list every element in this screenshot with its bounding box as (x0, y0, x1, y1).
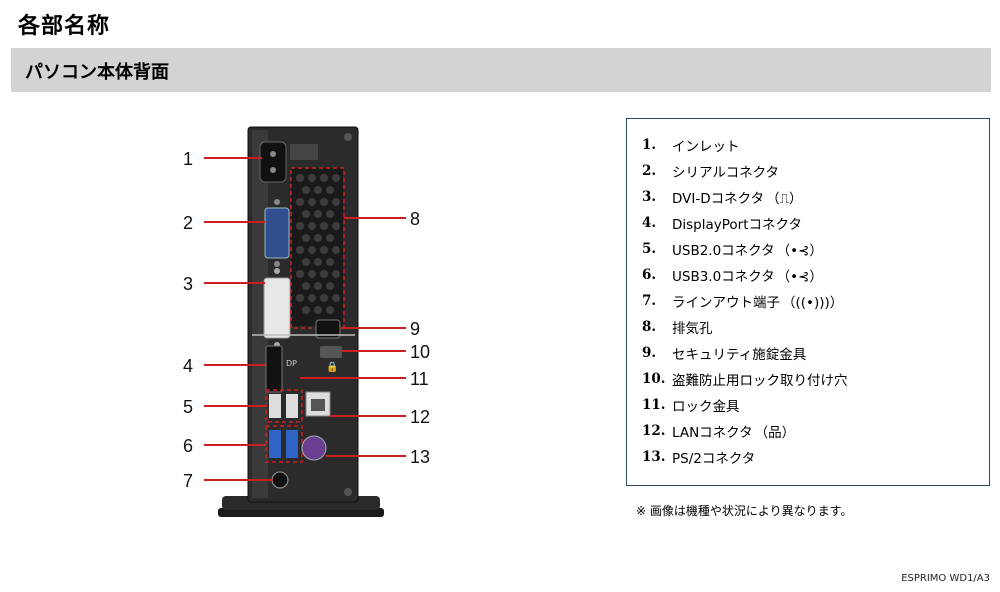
legend-number: 1. (642, 137, 657, 153)
legend-label: シリアルコネクタ (672, 165, 780, 181)
usb2-port (286, 394, 298, 418)
legend-box: 1. インレット 2. シリアルコネクタ 3. DVI-Dコネクタ （⎍） 4.… (626, 118, 990, 486)
legend-number: 11. (642, 397, 666, 413)
legend-number: 8. (642, 319, 657, 335)
legend-number: 2. (642, 163, 657, 179)
screw (344, 488, 352, 496)
usb3-port (286, 430, 298, 458)
usb3-port (269, 430, 281, 458)
legend-item-lock-bracket: 11. ロック金具 (642, 392, 989, 418)
callout-9: 9 (410, 319, 420, 339)
page-title: 各部名称 (18, 14, 111, 39)
callout-12: 12 (410, 407, 430, 427)
legend-label: DVI-Dコネクタ (672, 191, 765, 207)
legend-label: ラインアウト端子 (672, 295, 780, 311)
legend-label: セキュリティ施錠金具 (672, 347, 807, 363)
legend-number: 9. (642, 345, 657, 361)
screw (344, 133, 352, 141)
legend-number: 13. (642, 449, 666, 465)
serial-connector (264, 207, 290, 259)
dp-label: DP (286, 359, 297, 368)
stand-base (218, 508, 384, 517)
legend-item-vent: 8. 排気孔 (642, 314, 989, 340)
legend-item-lock-hole: 10. 盗難防止用ロック取り付け穴 (642, 366, 989, 392)
disclaimer-note: ※ 画像は機種や状況により異なります。 (636, 504, 853, 518)
power-inlet (259, 141, 287, 183)
legend-label: PS/2コネクタ (672, 451, 756, 467)
legend-label: ロック金具 (672, 399, 740, 415)
callout-11: 11 (410, 369, 429, 389)
legend-number: 10. (642, 371, 666, 387)
usb-icon: （•⊰） (776, 243, 823, 259)
lock-hole (320, 346, 342, 358)
section-title: パソコン本体背面 (25, 62, 169, 83)
legend-item-ps2: 13. PS/2コネクタ (642, 444, 989, 470)
security-bracket (315, 319, 341, 339)
audio-out-icon: （((•)))） (782, 295, 844, 311)
callout-6: 6 (183, 436, 193, 456)
legend-item-security-bracket: 9. セキュリティ施錠金具 (642, 340, 989, 366)
callout-3: 3 (183, 274, 193, 294)
rear-panel-diagram: 🔒 DP (170, 120, 460, 525)
legend-label: DisplayPortコネクタ (672, 217, 802, 233)
line-out-jack (271, 471, 289, 489)
legend-item-usb2: 5. USB2.0コネクタ （•⊰） (642, 236, 989, 262)
usb-icon: （•⊰） (776, 269, 823, 285)
legend-item-serial: 2. シリアルコネクタ (642, 158, 989, 184)
legend-number: 4. (642, 215, 657, 231)
model-name: ESPRIMO WD1/A3 (901, 573, 990, 584)
section-header: パソコン本体背面 (11, 48, 991, 92)
callout-7: 7 (183, 471, 193, 491)
callout-13: 13 (410, 447, 430, 467)
legend-label: USB3.0コネクタ (672, 269, 775, 285)
legend-item-line-out: 7. ラインアウト端子 （((•)))） (642, 288, 989, 314)
legend-number: 6. (642, 267, 657, 283)
callout-10: 10 (410, 342, 430, 362)
dvi-connector (263, 277, 291, 339)
callout-5: 5 (183, 397, 193, 417)
callout-1: 1 (183, 149, 193, 169)
legend-label: 排気孔 (672, 321, 713, 337)
legend-number: 12. (642, 423, 666, 439)
leader-lines (204, 157, 406, 481)
legend-number: 7. (642, 293, 657, 309)
ps2-connector (301, 435, 327, 461)
legend-number: 3. (642, 189, 657, 205)
legend-item-inlet: 1. インレット (642, 132, 989, 158)
dvi-icon: （⎍） (766, 191, 803, 207)
callout-4: 4 (183, 356, 193, 376)
legend-label: 盗難防止用ロック取り付け穴 (672, 373, 848, 389)
legend-item-displayport: 4. DisplayPortコネクタ (642, 210, 989, 236)
displayport-connector (265, 345, 283, 393)
legend-item-dvi: 3. DVI-Dコネクタ （⎍） (642, 184, 989, 210)
rating-label (290, 144, 318, 160)
legend-label: LANコネクタ (672, 425, 753, 441)
legend-item-lan: 12. LANコネクタ （品） (642, 418, 989, 444)
legend-label: USB2.0コネクタ (672, 243, 775, 259)
lock-icon: 🔒 (326, 361, 338, 373)
rear-panel-svg: 🔒 DP (183, 126, 430, 517)
lan-icon: （品） (754, 425, 796, 441)
legend-item-usb3: 6. USB3.0コネクタ （•⊰） (642, 262, 989, 288)
legend-list: 1. インレット 2. シリアルコネクタ 3. DVI-Dコネクタ （⎍） 4.… (627, 119, 989, 470)
callout-8: 8 (410, 209, 420, 229)
usb2-port (269, 394, 281, 418)
callout-2: 2 (183, 213, 193, 233)
vent-pattern (296, 174, 340, 314)
legend-label: インレット (672, 139, 740, 155)
legend-number: 5. (642, 241, 657, 257)
